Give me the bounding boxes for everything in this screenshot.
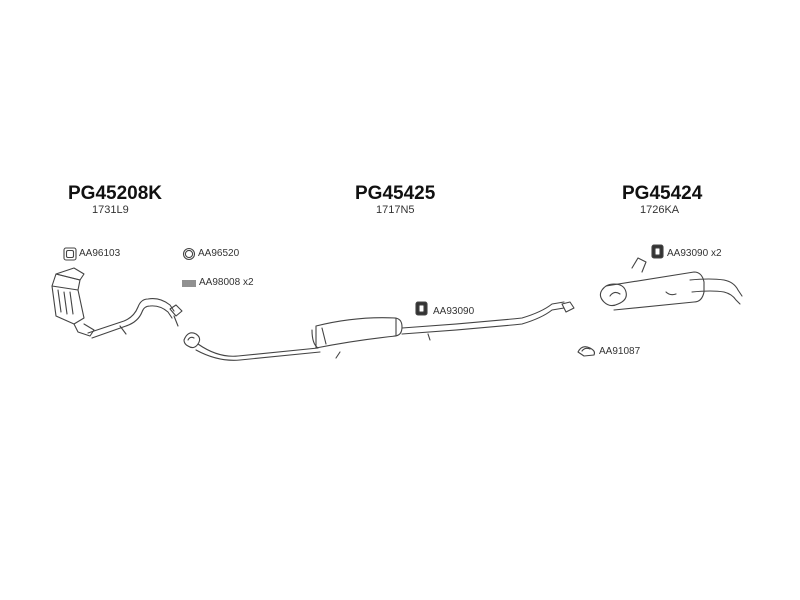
accessory-label-mount-rear: AA93090 x2	[667, 248, 722, 259]
clamp-ring-icon[interactable]	[63, 247, 77, 261]
part-code-front: PG45208K	[68, 183, 163, 204]
part-code-middle: PG45425	[355, 183, 436, 204]
o-ring-icon[interactable]	[182, 247, 196, 261]
clip-icon[interactable]	[577, 346, 596, 357]
rear-silencer-icon	[599, 257, 743, 311]
spring-qty: x2	[242, 277, 254, 288]
rubber-mount-icon-rear[interactable]	[651, 244, 664, 259]
part-code-rear: PG45424	[622, 183, 703, 204]
rubber-mount-icon-mid[interactable]	[415, 301, 428, 316]
spring-icon[interactable]	[182, 279, 196, 288]
mount-rear-qty: x2	[710, 248, 722, 259]
middle-silencer-icon	[183, 301, 575, 361]
spring-part-no: AA98008	[199, 277, 241, 288]
accessory-label-o-ring: AA96520	[198, 248, 240, 259]
accessory-label-clamp-ring: AA96103	[79, 248, 121, 259]
part-ref-front: 1731L9	[92, 204, 129, 216]
catalytic-converter-icon	[51, 267, 183, 339]
accessory-label-spring: AA98008 x2	[199, 277, 254, 288]
part-ref-rear: 1726KA	[640, 204, 680, 216]
part-ref-middle: 1717N5	[376, 204, 415, 216]
accessory-label-clip: AA91087	[599, 346, 641, 357]
accessory-label-mount-mid: AA93090	[433, 306, 475, 317]
mount-rear-part-no: AA93090	[667, 248, 709, 259]
